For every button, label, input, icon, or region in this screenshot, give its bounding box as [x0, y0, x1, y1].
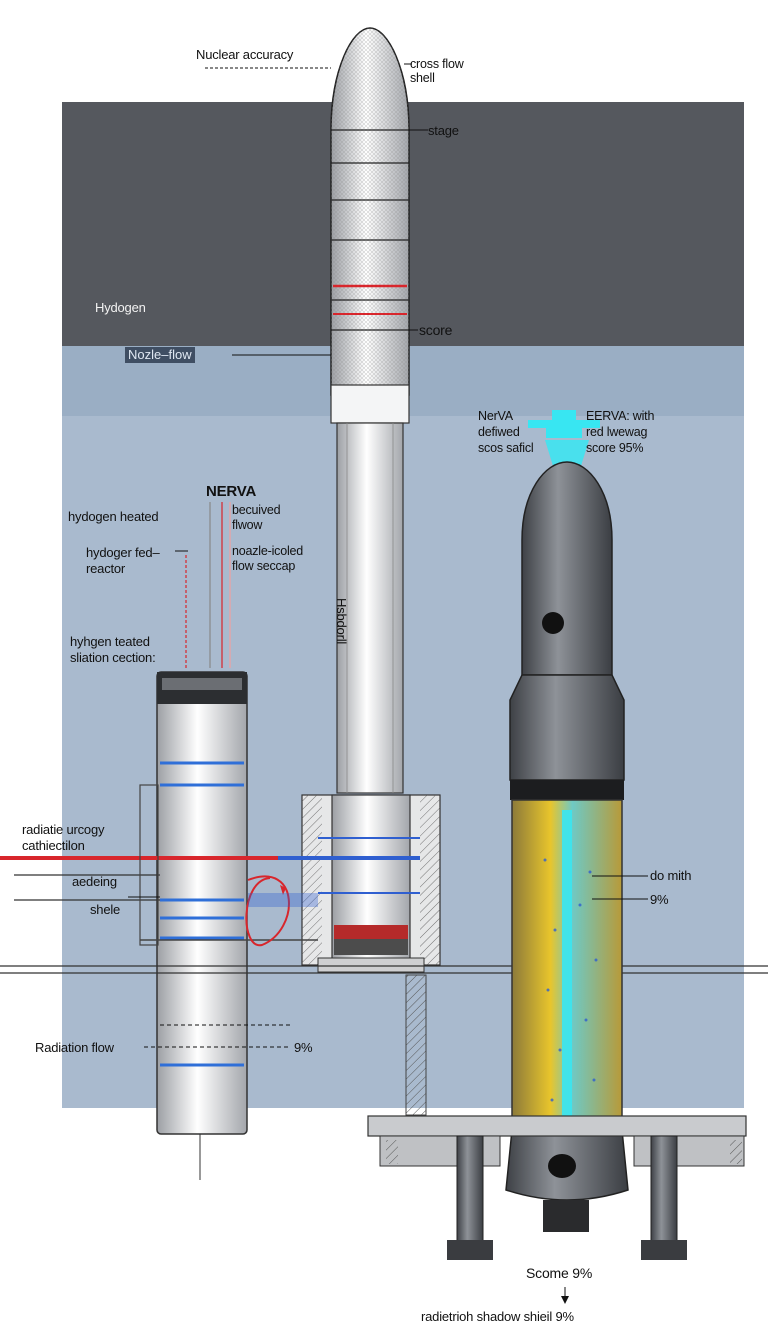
central-rocket	[301, 27, 441, 1116]
label-hydrogen-heated: hydogen heated	[68, 509, 159, 524]
nerva-leaders	[185, 502, 231, 668]
label-shadow-shield: radietrioh shadow shieil 9%	[421, 1309, 574, 1324]
label-hydrogen-treated: hyhgen teated sliation cection:	[70, 634, 156, 665]
label-radiation-flow-pct: 9%	[294, 1040, 313, 1055]
coolant-pipes	[0, 784, 768, 974]
label-nerva-defined: NerVA defiwed scos saficl	[478, 409, 534, 455]
label-nozzle-flow: Nozle–flow	[125, 347, 195, 363]
support-platform	[367, 1115, 747, 1260]
label-received-flow: becuived flwow	[232, 503, 281, 532]
label-nerva: NERVA	[206, 483, 257, 500]
label-do-mith: do mith	[650, 868, 692, 883]
label-nozzle-cooled: noazle-icoled flow seccap	[232, 544, 304, 573]
label-eerva-with: EERVA: with red lwewag score 95%	[586, 409, 655, 455]
label-radiation-energy: radiatie urcogy cathiectilon	[22, 822, 105, 853]
label-score-bottom: Scome 9%	[526, 1265, 593, 1281]
label-vertical-rocket-text: Hsbdorll	[334, 598, 349, 645]
label-pct-9: 9%	[650, 892, 669, 907]
right-engine	[505, 410, 629, 1232]
label-shielding: aedeing	[72, 874, 117, 889]
label-cross-flow-shell: cross flow shell	[410, 57, 464, 85]
label-score: score	[419, 322, 453, 338]
left-reactor	[156, 671, 248, 1180]
label-shield: shele	[90, 902, 121, 917]
label-nuclear-accuracy: Nuclear accuracy	[196, 47, 294, 62]
leader-lines	[128, 63, 648, 1300]
label-hydrogen-fed-reactor: hydoger fed– reactor	[86, 545, 160, 576]
label-stage: stage	[428, 123, 459, 138]
down-arrow-icon	[561, 1296, 569, 1304]
label-hydrogen: Hydogen	[95, 300, 146, 315]
label-radiation-flow: Radiation flow	[35, 1040, 114, 1055]
